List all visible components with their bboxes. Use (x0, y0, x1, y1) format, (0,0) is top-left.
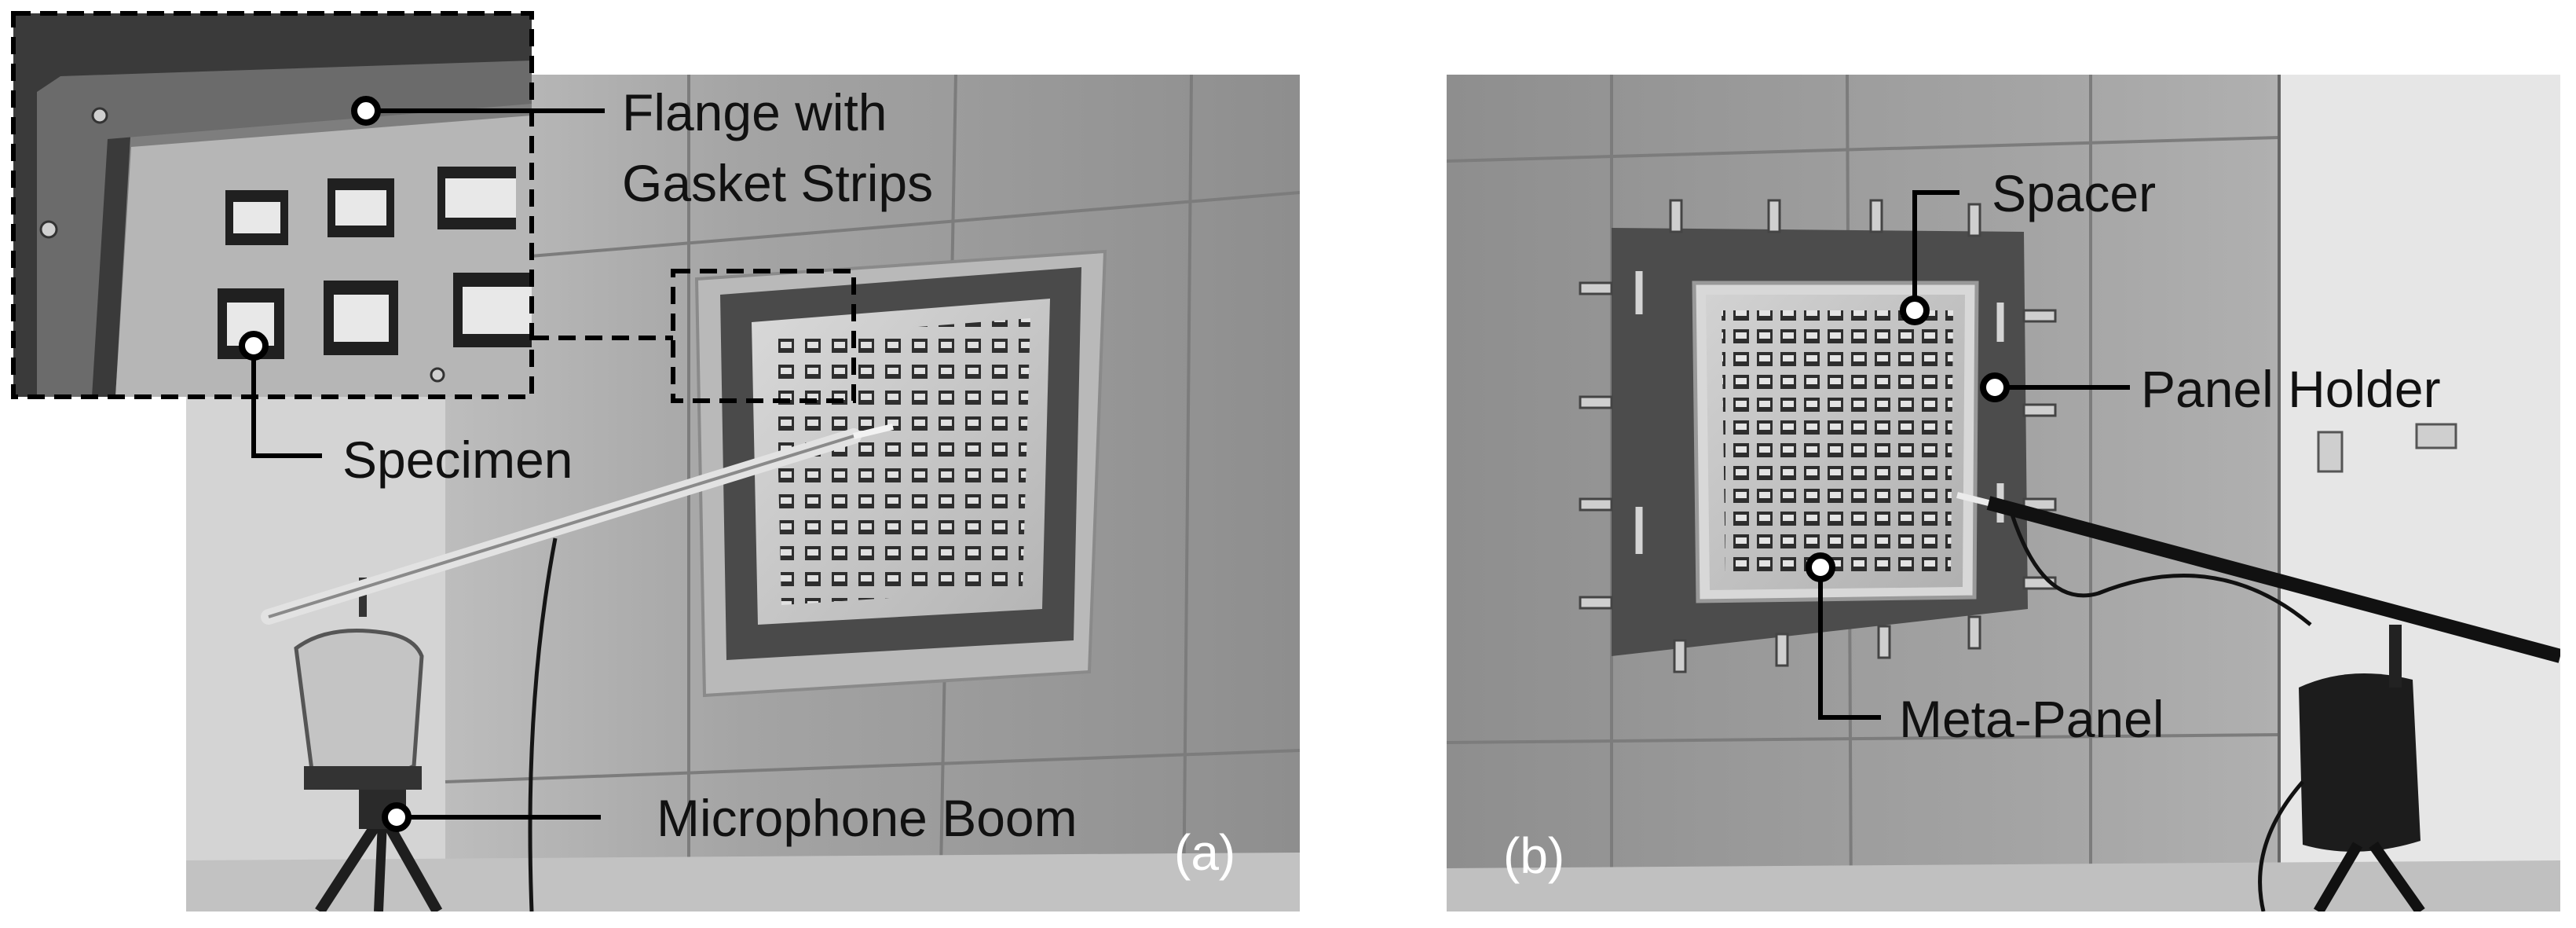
boom-rod-edge (268, 435, 854, 618)
label-gasket: Gasket Strips (622, 154, 934, 212)
mic-tip (853, 424, 894, 439)
label-meta: Meta-Panel (1899, 690, 2164, 748)
microphone-housing-b (2299, 625, 2425, 911)
inset-zoom (13, 13, 532, 397)
panel-a-letter: (a) (1174, 824, 1236, 881)
label-specimen: Specimen (342, 431, 573, 489)
meta-panel-cells (1722, 310, 1953, 576)
cable-b (2010, 514, 2312, 626)
photo-panel-b: (b) (1447, 75, 2560, 911)
scene-b (1447, 75, 2560, 911)
inset-scene (13, 13, 532, 397)
boom-b (1986, 496, 2560, 663)
microphone-housing (294, 578, 424, 790)
wall-outlet-1 (2317, 431, 2344, 473)
label-spacer: Spacer (1992, 164, 2157, 222)
label-holder: Panel Holder (2141, 360, 2441, 418)
cell-grid (775, 318, 1030, 605)
label-boom: Microphone Boom (657, 789, 1078, 847)
cable-b-2 (2258, 780, 2304, 911)
panel-b-letter: (b) (1503, 827, 1565, 884)
floor-b (1447, 860, 2560, 911)
mic-tip-b (1956, 492, 1989, 506)
handles (1635, 271, 2004, 554)
floor (186, 853, 1300, 911)
wall-outlet-2 (2415, 423, 2457, 449)
clamps (1579, 199, 2057, 673)
mic-cable (528, 537, 558, 911)
label-flange: Flange with (622, 83, 887, 141)
